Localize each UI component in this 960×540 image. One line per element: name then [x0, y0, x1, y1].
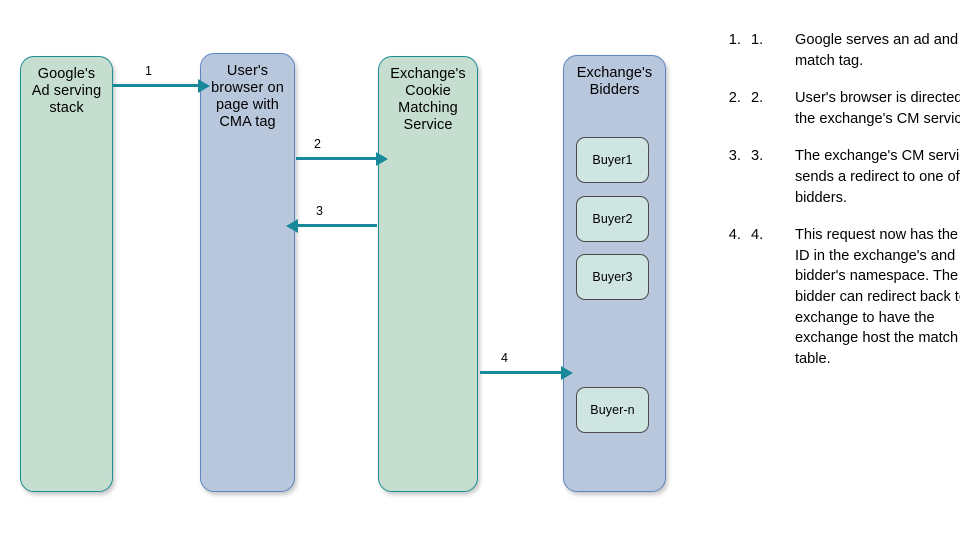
- arrow-4-label: 4: [501, 351, 508, 365]
- arrowhead-right-icon: [561, 365, 573, 380]
- arrowhead-right-icon: [376, 151, 388, 166]
- step-text-3: The exchange's CM service sends a redire…: [795, 148, 960, 206]
- lane-google-label: Google's Ad serving stack: [31, 66, 102, 116]
- step-text-1: Google serves an ad and a match tag.: [795, 32, 960, 69]
- buyer-box-n: Buyer-n: [576, 387, 649, 433]
- step-item-3: 3. The exchange's CM service sends a red…: [745, 146, 960, 208]
- arrow-3-cms-to-browser: [286, 218, 377, 233]
- lane-bidders-label: Exchange's Bidders: [576, 65, 653, 98]
- buyer-box-1: Buyer1: [576, 137, 649, 183]
- lane-exchange-cookie-matching-service: Exchange's Cookie Matching Service: [378, 56, 478, 492]
- buyer-box-n-label: Buyer-n: [590, 403, 635, 417]
- arrow-3-label: 3: [316, 204, 323, 218]
- arrow-4-cms-to-bidders: [480, 365, 573, 380]
- step-item-1: 1. Google serves an ad and a match tag.: [745, 30, 960, 71]
- step-text-4: This request now has the User ID in the …: [795, 227, 960, 367]
- arrow-2-label: 2: [314, 137, 321, 151]
- arrow-1-google-to-browser: [113, 78, 210, 93]
- lane-cms-label: Exchange's Cookie Matching Service: [390, 66, 466, 133]
- buyer-box-1-label: Buyer1: [592, 153, 633, 167]
- buyer-box-3: Buyer3: [576, 254, 649, 300]
- arrowhead-left-icon: [286, 218, 298, 233]
- buyer-box-2: Buyer2: [576, 196, 649, 242]
- lane-browser-label: User's browser on page with CMA tag: [211, 63, 284, 130]
- steps-list: 1. Google serves an ad and a match tag. …: [705, 30, 960, 386]
- arrowhead-right-icon: [198, 78, 210, 93]
- lane-exchange-bidders: Exchange's Bidders Buyer1 Buyer2 Buyer3 …: [563, 55, 666, 492]
- step-number-2: 2.: [751, 90, 764, 107]
- lane-user-browser: User's browser on page with CMA tag: [200, 53, 295, 492]
- step-number-3: 3.: [751, 148, 764, 165]
- step-text-2: User's browser is directed to the exchan…: [795, 90, 960, 127]
- arrow-2-browser-to-cms: [296, 151, 388, 166]
- buyer-box-2-label: Buyer2: [592, 212, 633, 226]
- buyer-box-3-label: Buyer3: [592, 270, 633, 284]
- step-item-4: 4. This request now has the User ID in t…: [745, 225, 960, 369]
- step-number-4: 4.: [751, 227, 764, 244]
- step-number-1: 1.: [751, 32, 764, 48]
- arrow-1-label: 1: [145, 64, 152, 78]
- lane-google-ad-serving-stack: Google's Ad serving stack: [20, 56, 113, 492]
- step-item-2: 2. User's browser is directed to the exc…: [745, 88, 960, 129]
